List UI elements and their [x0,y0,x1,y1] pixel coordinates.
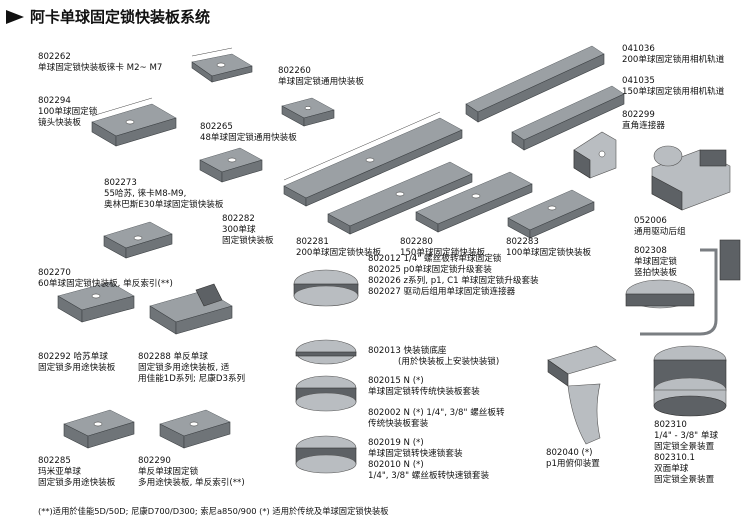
clamp-802019-illustration [295,435,357,474]
base-802013-illustration [295,339,357,365]
plate-802290-illustration [159,409,231,449]
label-802015: 802015 N (*)单球固定锁转传统快装板套装 [368,376,480,397]
plate-802265-illustration [199,147,263,183]
plate-802260-illustration [281,97,335,127]
label-802040: 802040 (*)p1用俯仰装置 [546,448,600,469]
connector-802299-illustration [573,131,617,179]
clamp-802012-illustration [293,269,359,307]
plate-802285-illustration [63,409,135,449]
plate-802282-illustration [283,111,463,207]
arrow-icon [6,9,24,24]
drive-052006-illustration [651,145,731,211]
tilt-802040-illustration [547,345,617,445]
clamp-802015-illustration [295,375,357,412]
plate-802281-illustration [327,161,473,235]
rail-041035-illustration [511,85,625,151]
plate-802283-illustration [507,189,595,239]
plate-802292-illustration [57,281,135,323]
plate-802270-illustration [103,221,173,259]
footer-note: (**)适用於佳能5D/50D; 尼康D700/D300; 索尼a850/900… [38,506,389,516]
page-title: 阿卡单球固定锁快装板系统 [6,6,210,27]
plate-802288-illustration [149,283,233,335]
label-802013: 802013 快装锁底座(用於快装板上安装快装锁) [368,346,500,367]
vertical-802308-illustration [625,239,741,336]
label-802288: 802288 单反单球 固定锁多用途快装板, 适用佳能1D系列; 尼康D3系列 [138,352,246,384]
plate-802262-illustration [191,47,253,83]
title-text: 阿卡单球固定锁快装板系统 [30,8,211,26]
label-802002: 802002 N (*) 1/4", 3/8" 螺丝板转传统快装板套装 [368,408,505,429]
rail-041036-illustration [465,45,605,123]
plate-802280-illustration [415,171,533,233]
pano-802310-illustration [653,345,727,417]
label-802292: 802292 哈苏单球 固定锁多用途快装板 [38,352,116,373]
plate-802294-illustration [91,97,177,147]
